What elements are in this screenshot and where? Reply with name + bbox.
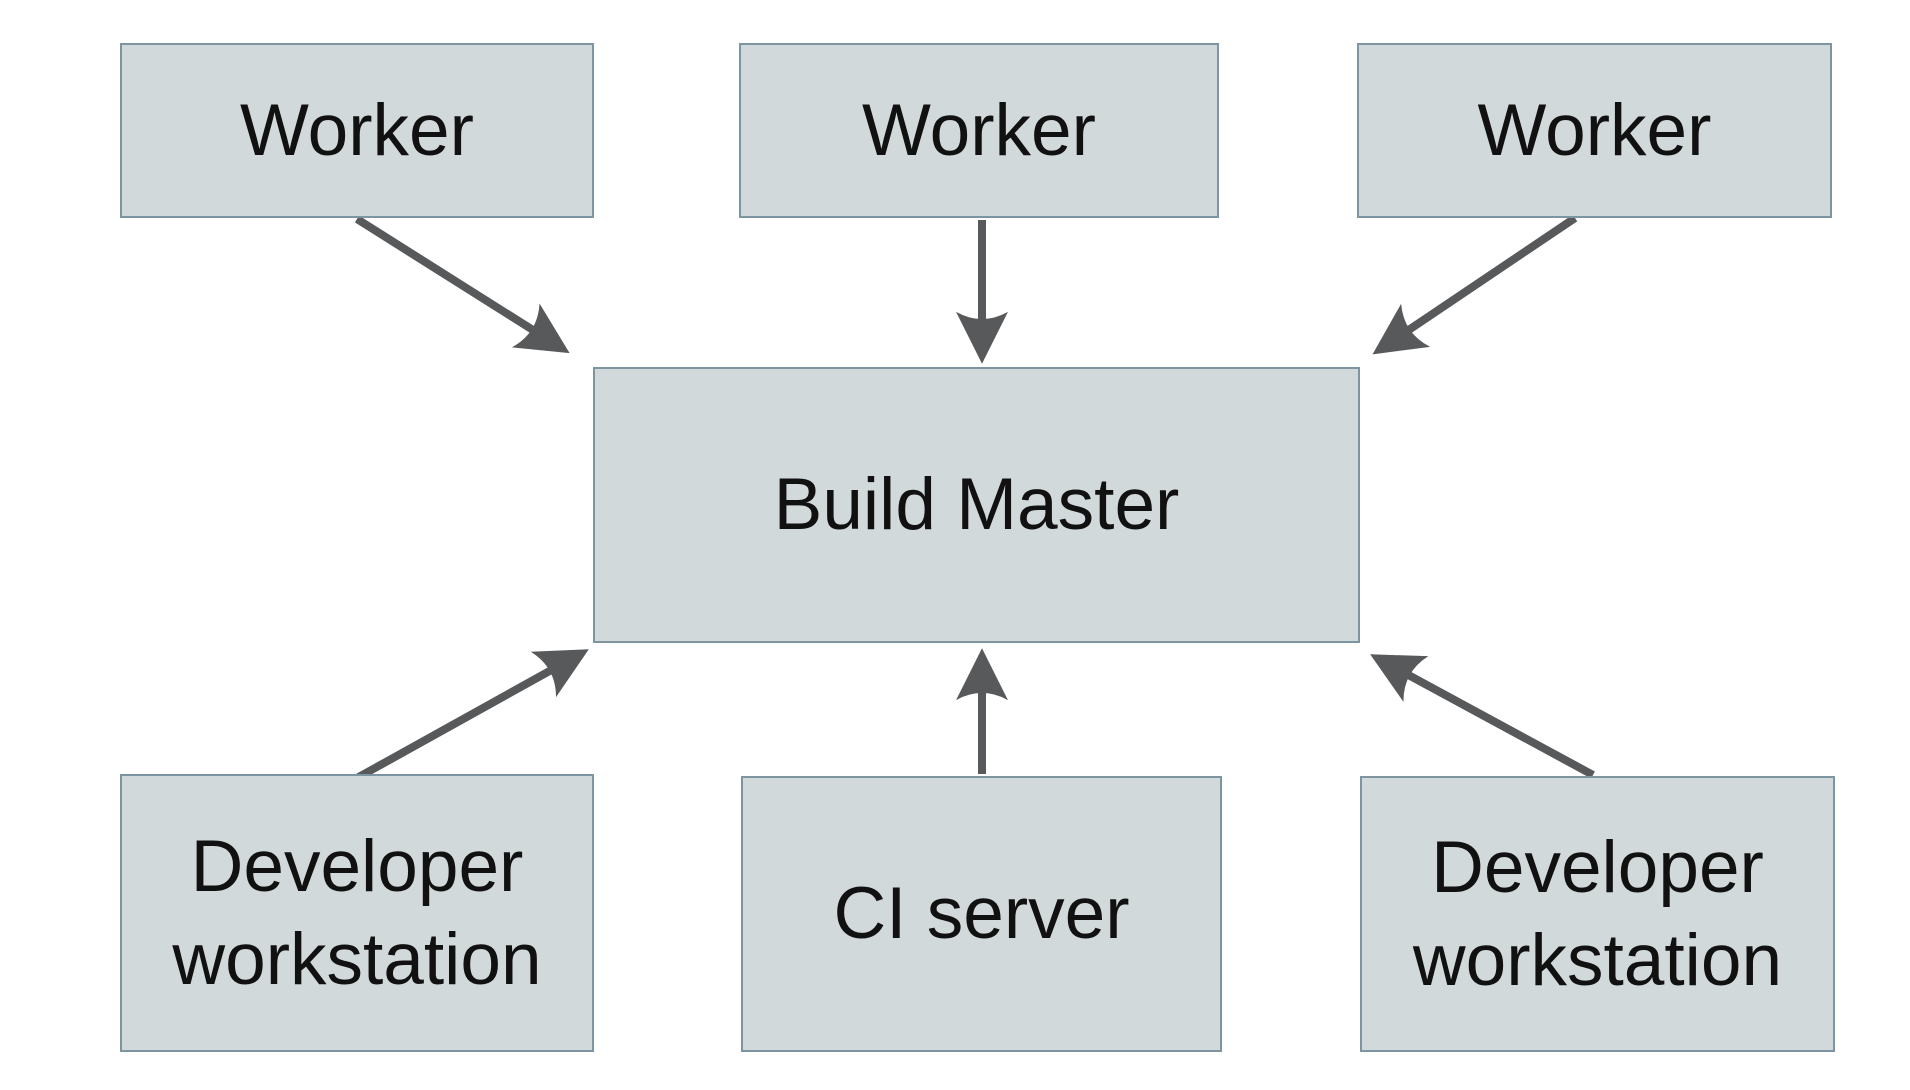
node-developer-workstation-left: Developer workstation	[120, 774, 594, 1052]
edge-worker-right-to-build-master	[1372, 214, 1578, 355]
node-ci-server-label: CI server	[833, 873, 1130, 955]
node-worker-right-label: Worker	[1477, 89, 1712, 171]
node-developer-workstation-left-label: Developer workstation	[172, 825, 542, 1000]
node-worker-middle: Worker	[739, 43, 1219, 218]
node-developer-workstation-right-label: Developer workstation	[1412, 826, 1783, 1001]
edge-dev-left-to-build-master	[355, 649, 589, 782]
node-worker-left: Worker	[120, 43, 594, 218]
node-worker-middle-label: Worker	[862, 89, 1096, 171]
node-build-master-label: Build Master	[773, 464, 1180, 546]
edge-dev-right-to-build-master	[1370, 654, 1595, 779]
node-build-master: Build Master	[593, 367, 1360, 643]
node-ci-server: CI server	[741, 776, 1222, 1052]
node-worker-right: Worker	[1357, 43, 1832, 218]
node-worker-left-label: Worker	[240, 89, 474, 171]
edge-worker-left-to-build-master	[354, 215, 570, 354]
node-developer-workstation-right: Developer workstation	[1360, 776, 1835, 1052]
